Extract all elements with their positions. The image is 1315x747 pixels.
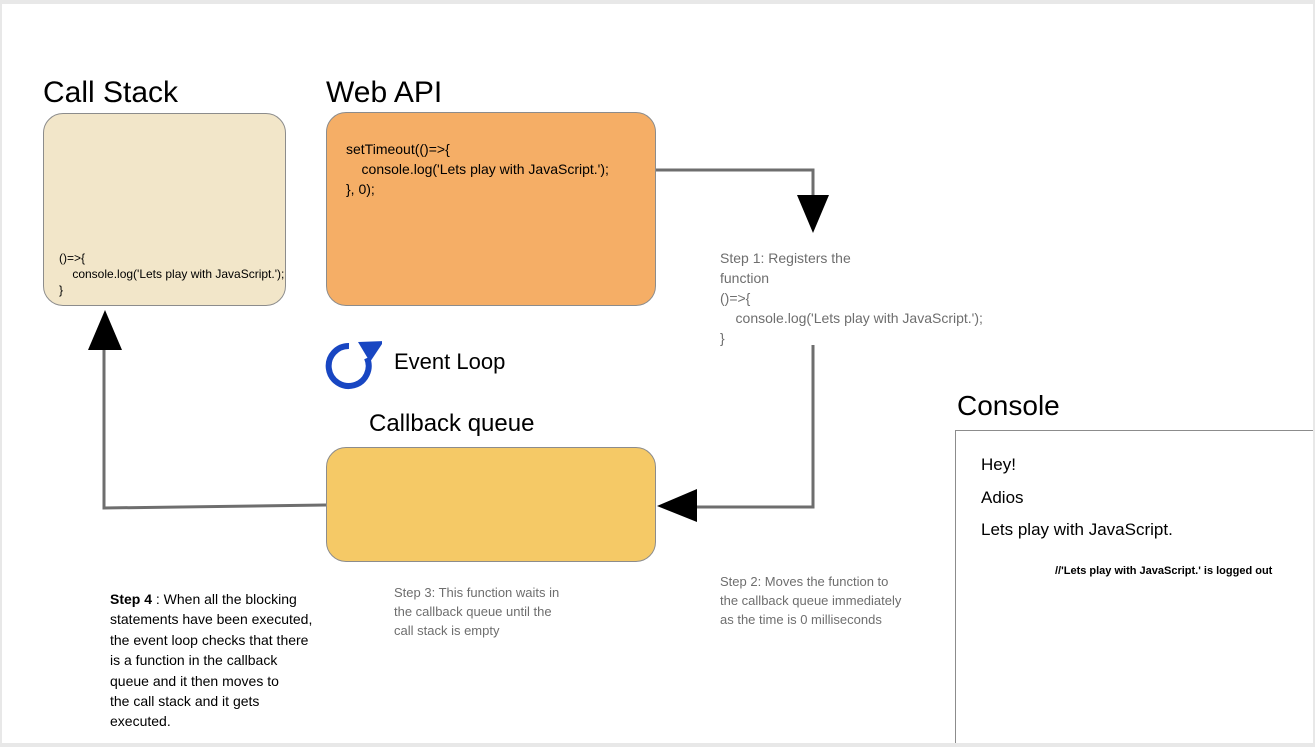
web-api-box: setTimeout(()=>{ console.log('Lets play … [326, 112, 656, 306]
connector-step1-to-queue [695, 345, 815, 509]
connector-webapi-to-step1 [656, 168, 815, 200]
step3-text: Step 3: This function waits in the callb… [394, 585, 560, 638]
step4-text: Step 4 : When all the blocking statement… [110, 591, 313, 730]
call-stack-code: ()=>{ console.log('Lets play with JavaSc… [59, 251, 285, 297]
callback-queue-title: Callback queue [369, 410, 535, 437]
web-api-code: setTimeout(()=>{ console.log('Lets play … [346, 141, 609, 197]
console-panel: Hey! Adios Lets play with JavaScript. //… [955, 430, 1313, 743]
console-line-2: Adios [981, 488, 1024, 507]
event-loop-label: Event Loop [394, 349, 506, 374]
console-note: //'Lets play with JavaScript.' is logged… [1055, 565, 1273, 577]
connector-queue-to-callstack [102, 346, 327, 510]
arrowhead-down [797, 195, 829, 233]
arrowhead-up [88, 310, 122, 350]
step1-text: Step 1: Registers the function ()=>{ con… [720, 250, 983, 346]
diagram-canvas: Call Stack ()=>{ console.log('Lets play … [2, 4, 1313, 743]
call-stack-box: ()=>{ console.log('Lets play with JavaSc… [43, 113, 286, 306]
step2-text: Step 2: Moves the function to the callba… [720, 574, 902, 627]
step4-label: Step 4 [110, 591, 153, 607]
web-api-title: Web API [326, 76, 443, 109]
console-title: Console [957, 390, 1060, 421]
console-line-1: Hey! [981, 455, 1016, 474]
circular-arrow-icon [325, 341, 382, 389]
connector-layer [88, 168, 829, 522]
arrowhead-left [657, 489, 697, 522]
console-line-3: Lets play with JavaScript. [981, 520, 1173, 539]
callback-queue-box [326, 447, 656, 562]
call-stack-title: Call Stack [43, 76, 179, 109]
